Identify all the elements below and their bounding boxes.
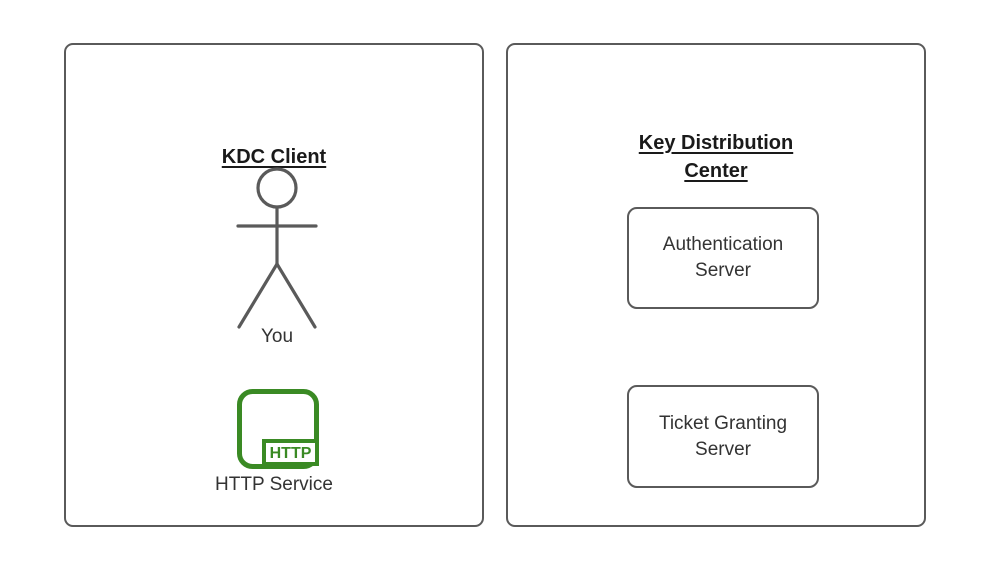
http-icon-label: HTTP	[270, 445, 312, 462]
ticket-granting-server-label: Ticket Granting Server	[658, 412, 788, 460]
http-service-label: HTTP Service	[215, 474, 333, 495]
actor-label: You	[260, 326, 294, 347]
kdc-client-panel: KDC Client You HTTP HTTP Service	[64, 43, 484, 527]
stick-figure-icon	[236, 167, 318, 329]
kdc-client-panel-title-text: KDC Client	[221, 146, 327, 168]
ticket-granting-server-node: Ticket Granting Server	[627, 385, 819, 488]
kdc-client-panel-title: KDC Client	[66, 143, 482, 171]
authentication-server-label: Authentication Server	[662, 234, 784, 281]
key-distribution-center-panel: Key Distribution Center Authentication S…	[506, 43, 926, 527]
kdc-panel-title-text: Key Distribution Center	[638, 132, 794, 182]
kdc-panel-title: Key Distribution Center	[508, 129, 924, 185]
http-service-icon: HTTP	[237, 389, 319, 469]
authentication-server-node: Authentication Server	[627, 207, 819, 309]
